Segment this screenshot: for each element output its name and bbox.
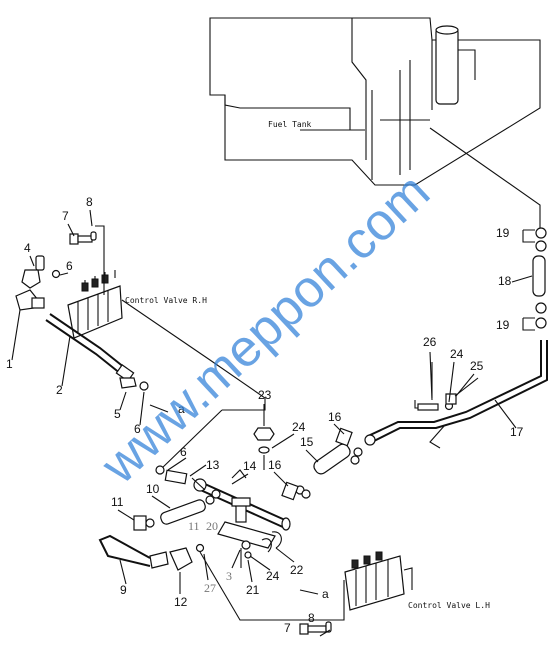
connector-13 [164,469,207,492]
adapter-5 [119,377,149,391]
callout-14: 14 [243,459,257,473]
elbow-4 [21,255,45,289]
control-valve-rh-label: Control Valve R.H [125,296,207,305]
callout-20: 20 [206,519,218,533]
clamp-assembly [414,362,479,411]
nut-washer-23-24 [253,427,275,470]
leader-a-link [159,409,223,471]
hose-9 [98,534,169,569]
control-valve-lh [344,551,413,611]
callout-6-top: 6 [66,259,73,273]
control-valve-lh-label: Control Valve L.H [408,601,490,610]
fitting-group-19-bottom [522,302,547,331]
fuel-tank-label: Fuel Tank [268,120,312,129]
callout-7-bottom: 7 [284,621,291,635]
callout-5: 5 [114,407,121,421]
callout-1: 1 [6,357,13,371]
callout-21: 21 [246,583,260,597]
callout-leaders [11,209,533,637]
callout-6-mid: 6 [134,422,141,436]
callout-16-top: 16 [328,410,342,424]
fuel-tank [209,17,541,186]
callout-24-top: 24 [450,347,464,361]
bolt-7-bottom [299,621,332,635]
hose-2 [45,313,135,382]
callout-26: 26 [423,335,437,349]
callout-16-bottom: 16 [268,458,282,472]
control-valve-rh [67,270,266,411]
oring-6-mid [155,465,165,475]
elbow-12 [169,543,205,571]
callout-17: 17 [510,425,524,439]
callout-8-bottom: 8 [308,611,315,625]
ref-a-top: a [178,402,185,416]
callout-9: 9 [120,583,127,597]
callout-22: 22 [290,563,304,577]
callout-13: 13 [206,458,220,472]
callout-27: 27 [204,581,216,595]
callout-8-top: 8 [86,195,93,209]
oring-6-top [51,269,61,279]
fitting-group-19-top [522,227,547,252]
callout-24-bottom: 24 [266,569,280,583]
callout-12: 12 [174,595,188,609]
tank-outlet-line [429,127,541,237]
watermark: www.meppon.com [90,163,441,496]
arrow-a-bottom [299,589,319,595]
bracket-plate [217,497,282,568]
hose-15-assembly [281,427,363,501]
ref-a-bottom: a [322,587,329,601]
pipe-17 [364,340,548,449]
elbow-1 [15,289,45,311]
leader-lh [199,551,345,621]
callout-24-mid: 24 [292,420,306,434]
callout-18: 18 [498,274,512,288]
callout-11-right: 11 [188,519,200,533]
callout-15: 15 [300,435,314,449]
callout-19-bottom: 19 [496,318,510,332]
callout-11-left: 11 [111,495,124,509]
bolt-7-top [69,225,105,295]
callout-25: 25 [470,359,484,373]
callout-2: 2 [56,383,63,397]
callout-10: 10 [146,482,160,496]
callout-23: 23 [258,388,272,402]
callout-7-top: 7 [62,209,69,223]
arrow-a-top [149,404,169,413]
callout-6-low: 6 [180,445,187,459]
callout-19-top: 19 [496,226,510,240]
hose-10 [133,489,221,531]
hose-18 [532,255,546,297]
callout-3: 3 [226,569,232,583]
callout-4: 4 [24,241,31,255]
